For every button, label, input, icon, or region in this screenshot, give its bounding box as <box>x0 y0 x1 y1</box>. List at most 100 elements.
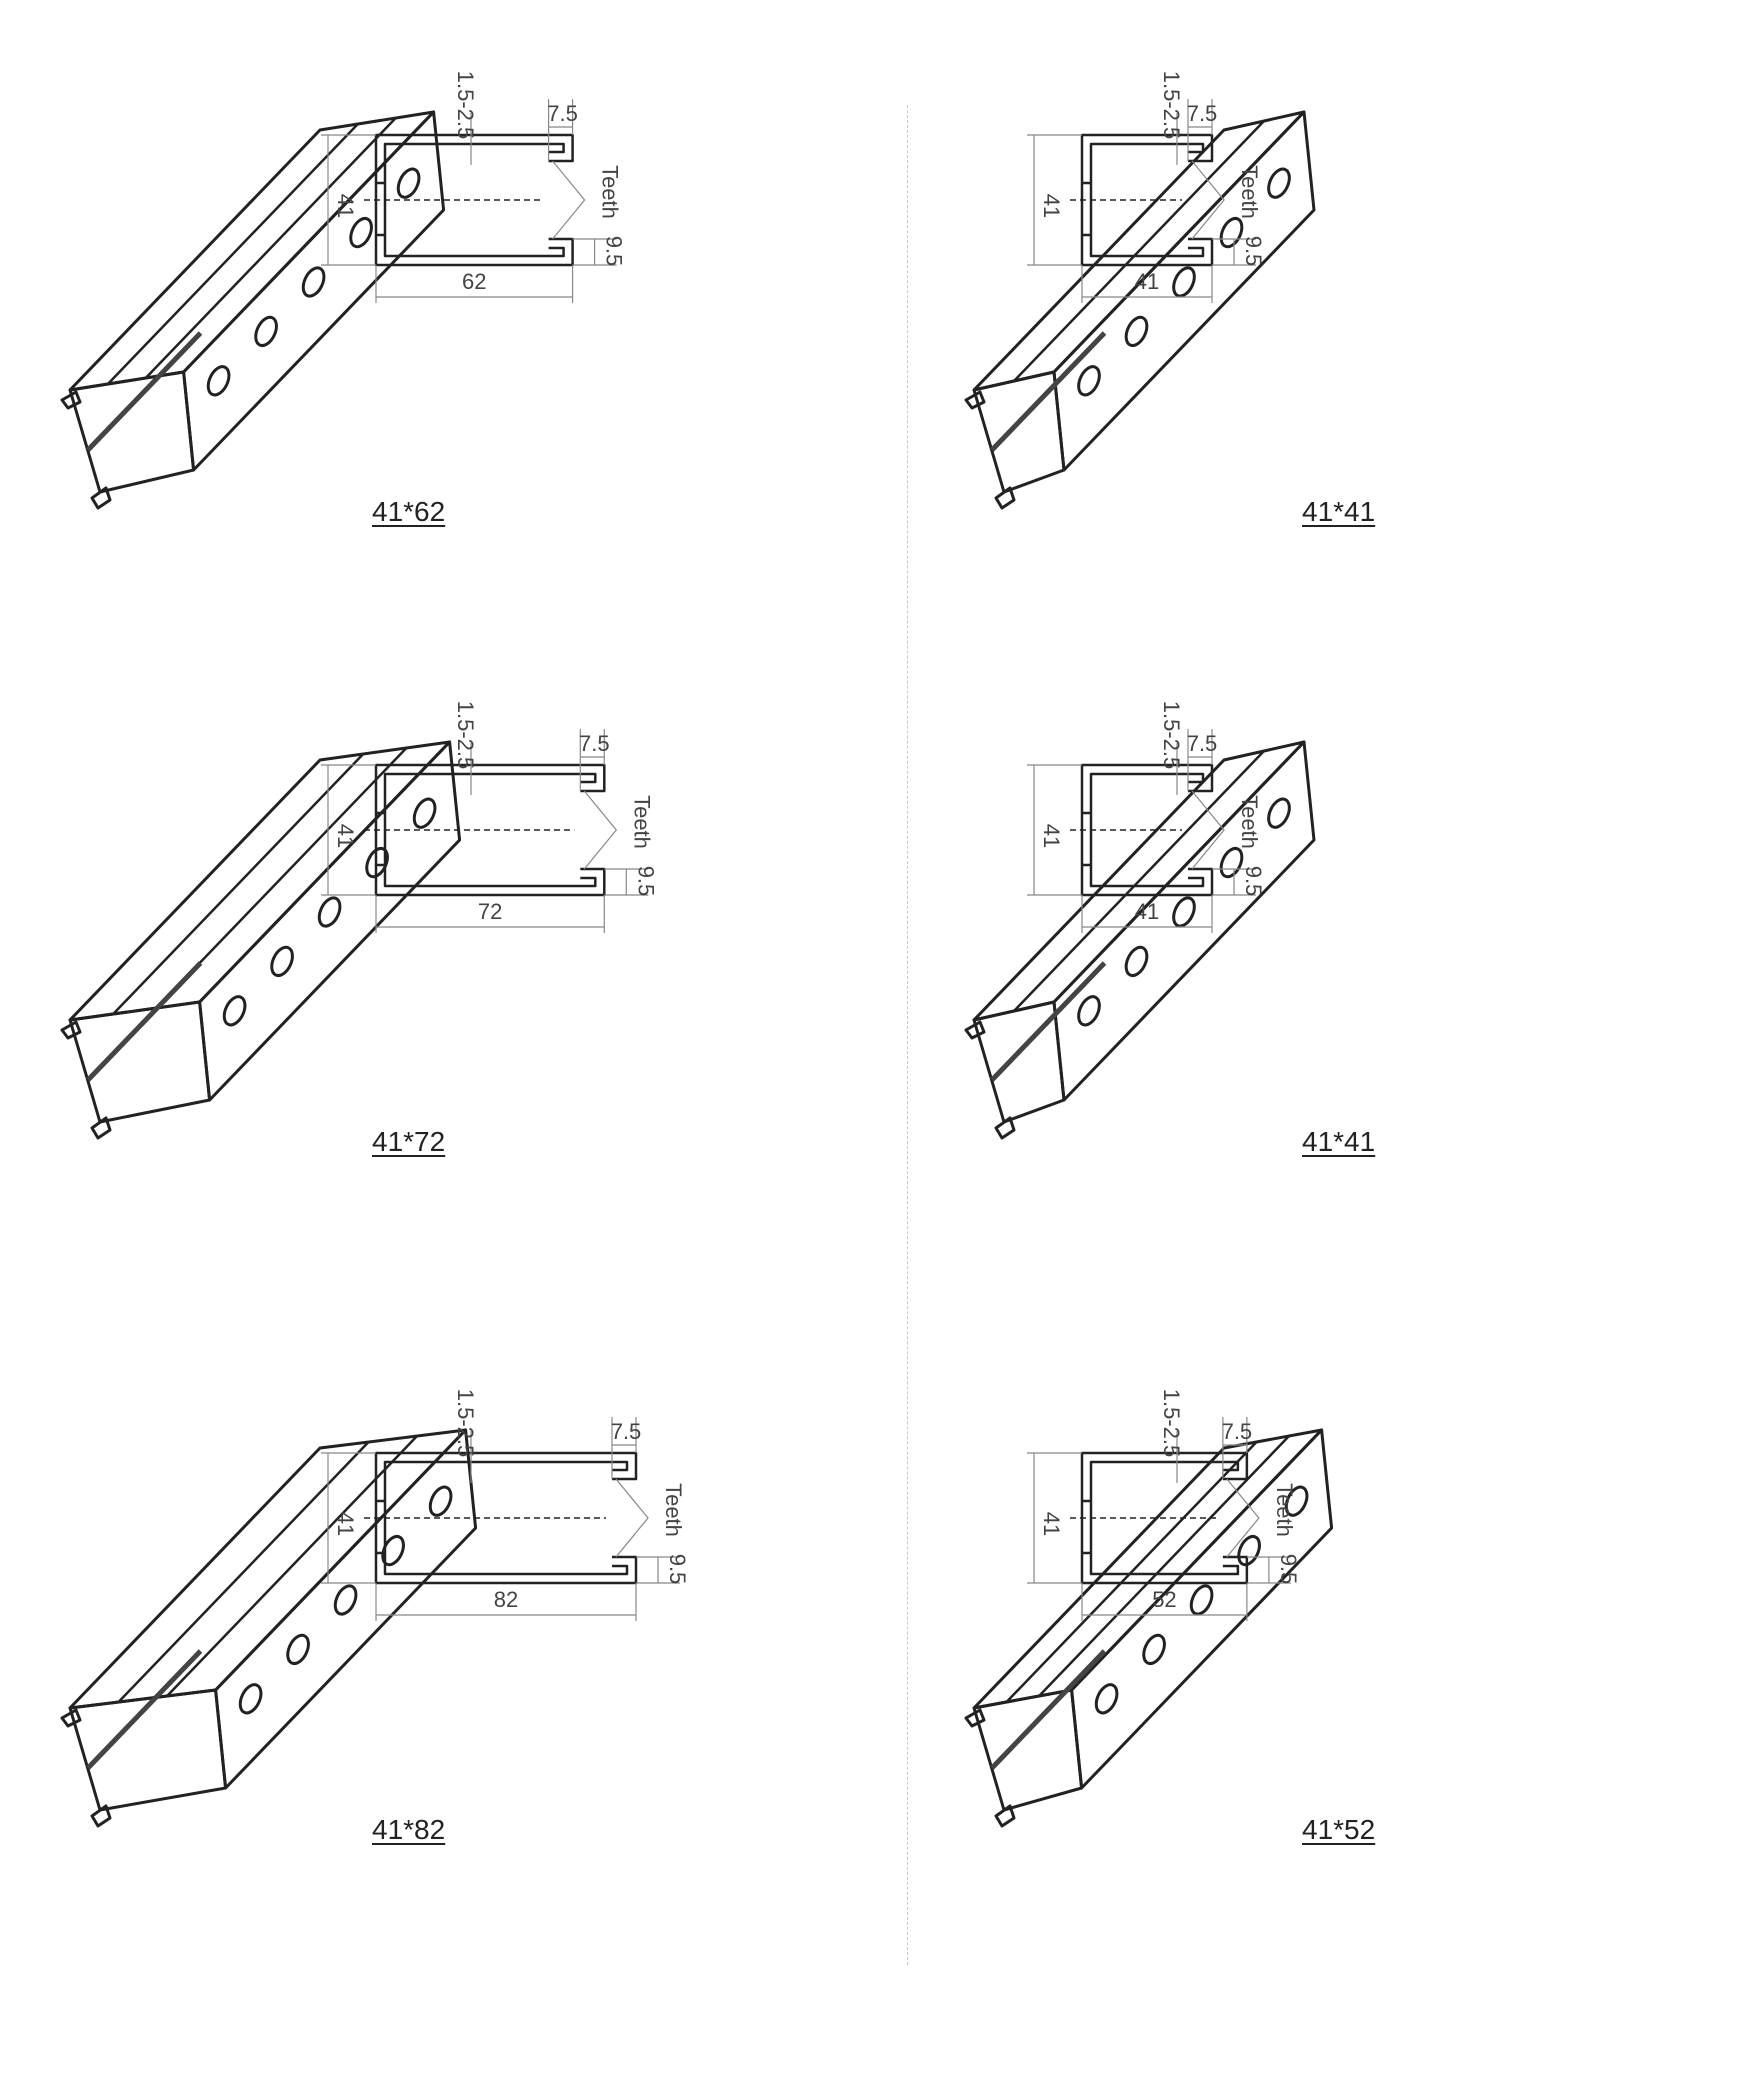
iso-lip-bottom <box>994 1804 1016 1828</box>
dim-lip-label: 7.5 <box>579 731 610 756</box>
iso-mounting-slot <box>301 266 326 298</box>
iso-lip-bottom <box>994 1116 1016 1140</box>
iso-lip-left <box>60 1020 82 1040</box>
iso-teeth-strip <box>990 961 1107 1082</box>
iso-teeth-strip <box>86 1649 203 1770</box>
section-inner-line <box>1089 142 1205 258</box>
channel-isometric-drawing <box>60 110 446 510</box>
iso-mounting-slot <box>238 1683 263 1715</box>
iso-mounting-slot <box>1077 365 1101 397</box>
dim-teeth-leader <box>615 1478 649 1558</box>
dim-teeth-label: Teeth <box>1272 1483 1297 1537</box>
iso-top-groove <box>106 123 359 385</box>
iso-mounting-slot <box>1237 1534 1261 1567</box>
channel-isometric-drawing <box>60 1428 478 1828</box>
section-dimensions <box>1027 729 1256 933</box>
iso-top-groove <box>144 117 397 379</box>
iso-mounting-slot <box>286 1633 310 1666</box>
dim-width-label: 52 <box>1152 1587 1176 1612</box>
dim-thickness-label: 1.5-2.5 <box>1159 1389 1184 1458</box>
channel-isometric-drawing <box>964 110 1316 510</box>
iso-mounting-slot <box>396 167 421 199</box>
iso-mounting-slot <box>270 945 294 978</box>
iso-mounting-slot <box>222 995 247 1027</box>
column-divider <box>907 105 908 1965</box>
iso-mounting-slot <box>1172 266 1196 298</box>
dim-teeth-label: Teeth <box>1237 795 1262 849</box>
iso-lip-left <box>60 390 82 410</box>
dim-teeth-leader <box>583 790 618 870</box>
iso-mounting-slot <box>1077 995 1101 1027</box>
iso-lip-left <box>964 390 986 410</box>
channel-size-caption: 41*82 <box>372 1814 446 1845</box>
iso-teeth-strip <box>86 331 203 452</box>
iso-front-face <box>972 370 1066 494</box>
channel-isometric-drawing <box>964 740 1316 1140</box>
iso-mounting-slot <box>1189 1584 1214 1616</box>
dim-height-label: 41 <box>1039 1512 1064 1536</box>
dim-width-label: 41 <box>1135 899 1159 924</box>
iso-outline <box>964 110 1316 510</box>
iso-outline <box>964 740 1316 1140</box>
iso-mounting-slot <box>254 315 278 348</box>
iso-mounting-slot <box>206 365 231 397</box>
channel-isometric-drawing <box>60 740 462 1140</box>
iso-lip-bottom <box>90 1116 112 1140</box>
iso-mounting-slot <box>1267 167 1291 199</box>
iso-mounting-slot <box>1124 315 1149 348</box>
iso-mounting-slot <box>1219 216 1244 249</box>
dim-gap-label: 9.5 <box>633 866 658 897</box>
iso-lip-left <box>964 1708 986 1728</box>
iso-mounting-slot <box>1219 846 1244 879</box>
iso-lip-bottom <box>994 486 1016 510</box>
dim-gap-label: 9.5 <box>665 1554 690 1585</box>
dim-height-label: 41 <box>333 1512 358 1536</box>
dim-lip-label: 7.5 <box>611 1419 642 1444</box>
dim-teeth-label: Teeth <box>1237 165 1262 219</box>
dim-height-label: 41 <box>333 824 358 848</box>
dim-thickness-label: 1.5-2.5 <box>453 71 478 140</box>
section-dimensions <box>1027 99 1256 303</box>
dim-teeth-leader <box>552 160 586 240</box>
channel-size-caption: 41*41 <box>1302 496 1376 527</box>
dim-width-label: 41 <box>1135 269 1159 294</box>
dim-height-label: 41 <box>333 194 358 218</box>
iso-front-face <box>972 1688 1084 1812</box>
iso-mounting-slot <box>1267 797 1291 829</box>
iso-outline <box>60 740 462 1140</box>
channel-size-caption: 41*41 <box>1302 1126 1376 1157</box>
section-outer-line <box>374 763 606 897</box>
iso-lip-bottom <box>90 1804 112 1828</box>
dim-width-label: 72 <box>478 899 502 924</box>
dim-thickness-label: 1.5-2.5 <box>1159 701 1184 770</box>
iso-mounting-slot <box>349 216 373 249</box>
iso-top-groove <box>1013 750 1265 1012</box>
dim-gap-label: 9.5 <box>1241 236 1266 267</box>
iso-lip-left <box>964 1020 986 1040</box>
iso-top-groove <box>117 1441 370 1703</box>
dim-thickness-label: 1.5-2.5 <box>453 701 478 770</box>
dim-teeth-leader <box>1191 790 1225 870</box>
dim-width-label: 82 <box>494 1587 518 1612</box>
iso-mounting-slot <box>428 1485 453 1517</box>
iso-lip-bottom <box>90 486 112 510</box>
section-dimensions <box>1027 1417 1291 1621</box>
iso-mounting-slot <box>1284 1485 1309 1517</box>
iso-mounting-slot <box>412 797 437 829</box>
iso-top-groove <box>112 753 365 1015</box>
dim-gap-label: 9.5 <box>1241 866 1266 897</box>
dim-height-label: 41 <box>1039 824 1064 848</box>
iso-mounting-slot <box>1094 1683 1119 1715</box>
iso-outline <box>60 1428 478 1828</box>
dim-teeth-label: Teeth <box>661 1483 686 1537</box>
